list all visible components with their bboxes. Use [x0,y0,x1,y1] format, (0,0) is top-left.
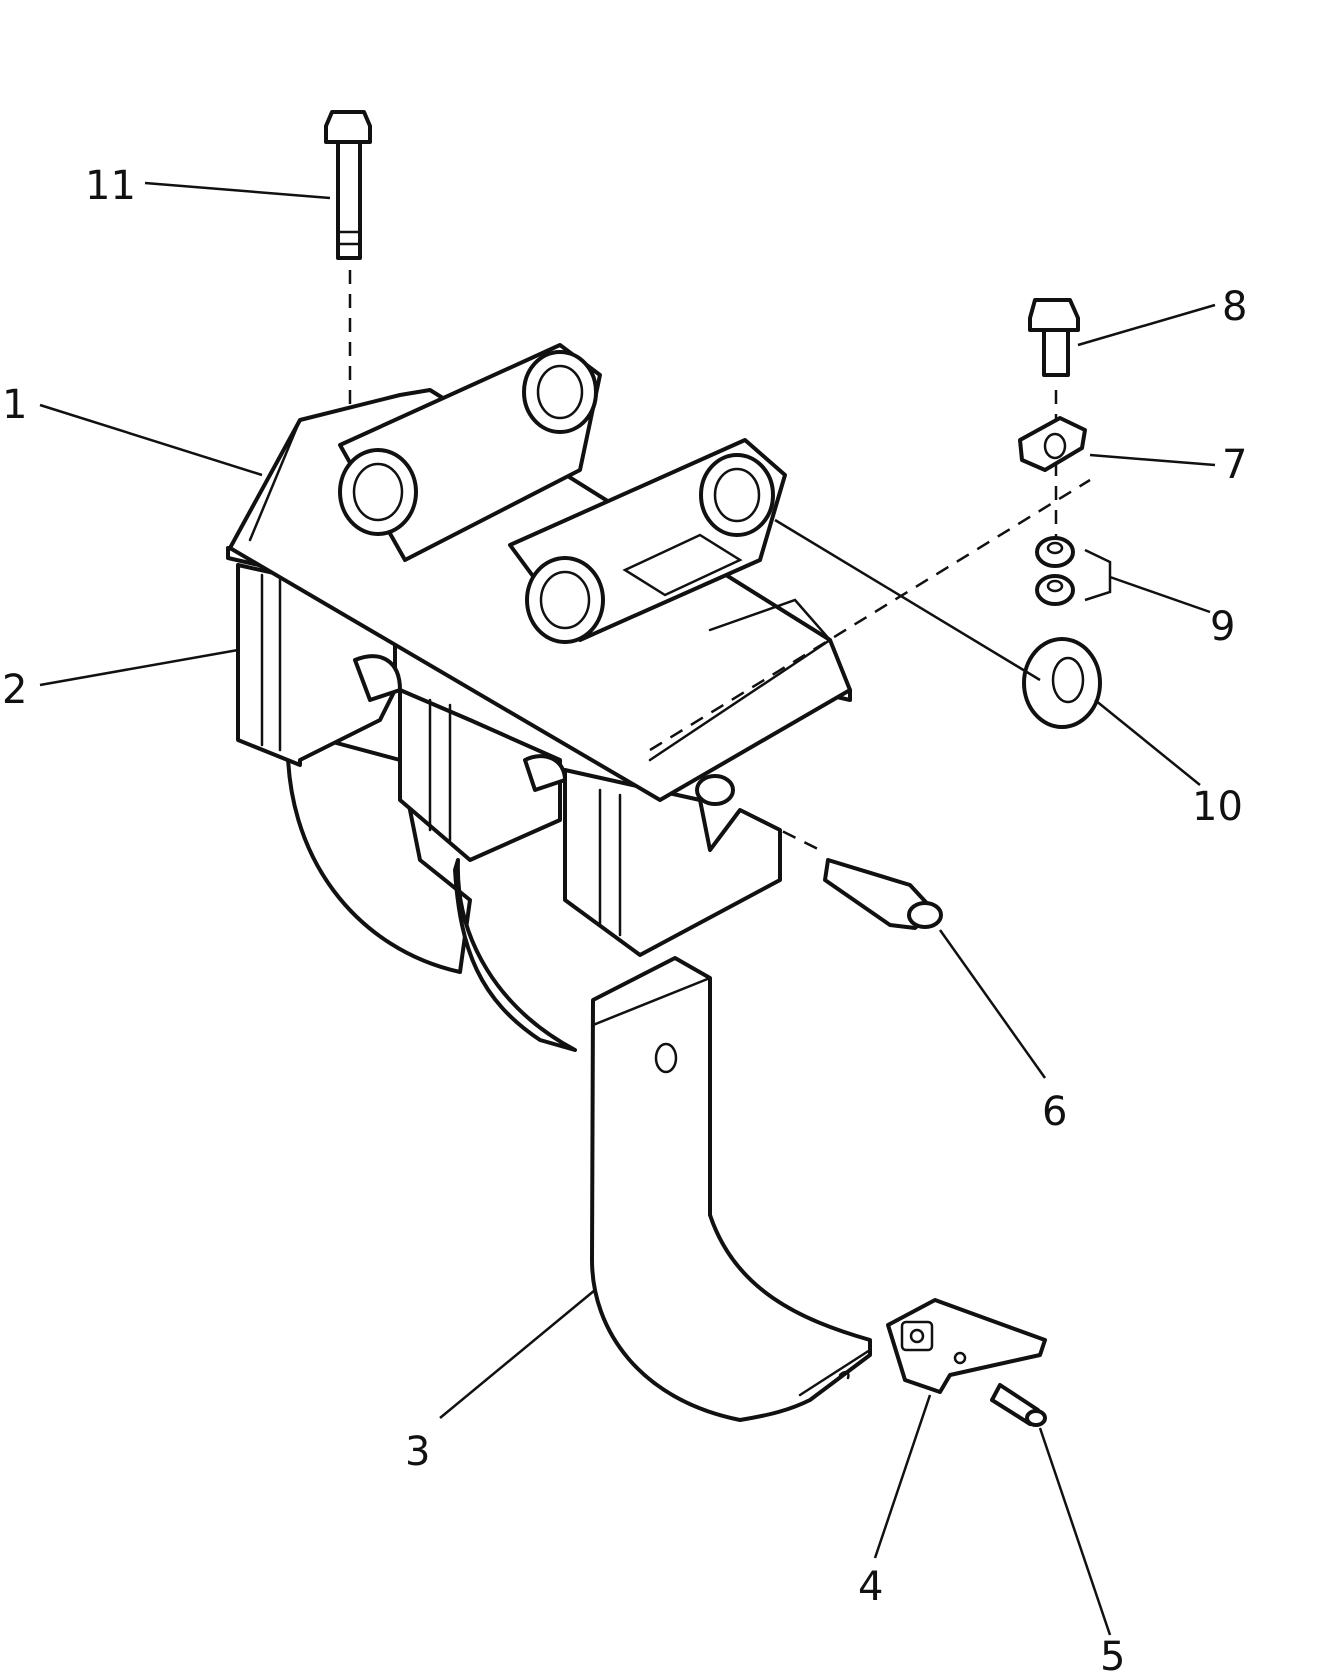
callout-8: 8 [1222,284,1247,330]
callout-5: 5 [1100,1634,1125,1677]
lock-pin-part [990,1383,1047,1427]
callout-7: 7 [1222,442,1247,488]
retainer-plate-part [1018,416,1087,472]
ripper-point-part [886,1298,1047,1394]
washer-nut-part [1035,536,1075,606]
leader-lines [39,181,1216,1636]
callout-9: 9 [1210,604,1235,650]
callout-11: 11 [85,163,136,209]
callout-10: 10 [1192,784,1243,830]
callout-2: 2 [2,667,27,713]
rear-shank-part [285,728,577,1052]
callout-4: 4 [858,1564,883,1610]
long-bolt-part [324,110,372,430]
ripper-shank-part [590,956,872,1422]
pin-part [739,808,943,930]
callout-6: 6 [1042,1089,1067,1135]
bracket-housing-part [228,343,852,802]
bolt-part [1028,298,1080,560]
callout-3: 3 [405,1429,430,1475]
callout-1: 1 [2,382,27,428]
spacer-washer-part [1022,637,1102,729]
